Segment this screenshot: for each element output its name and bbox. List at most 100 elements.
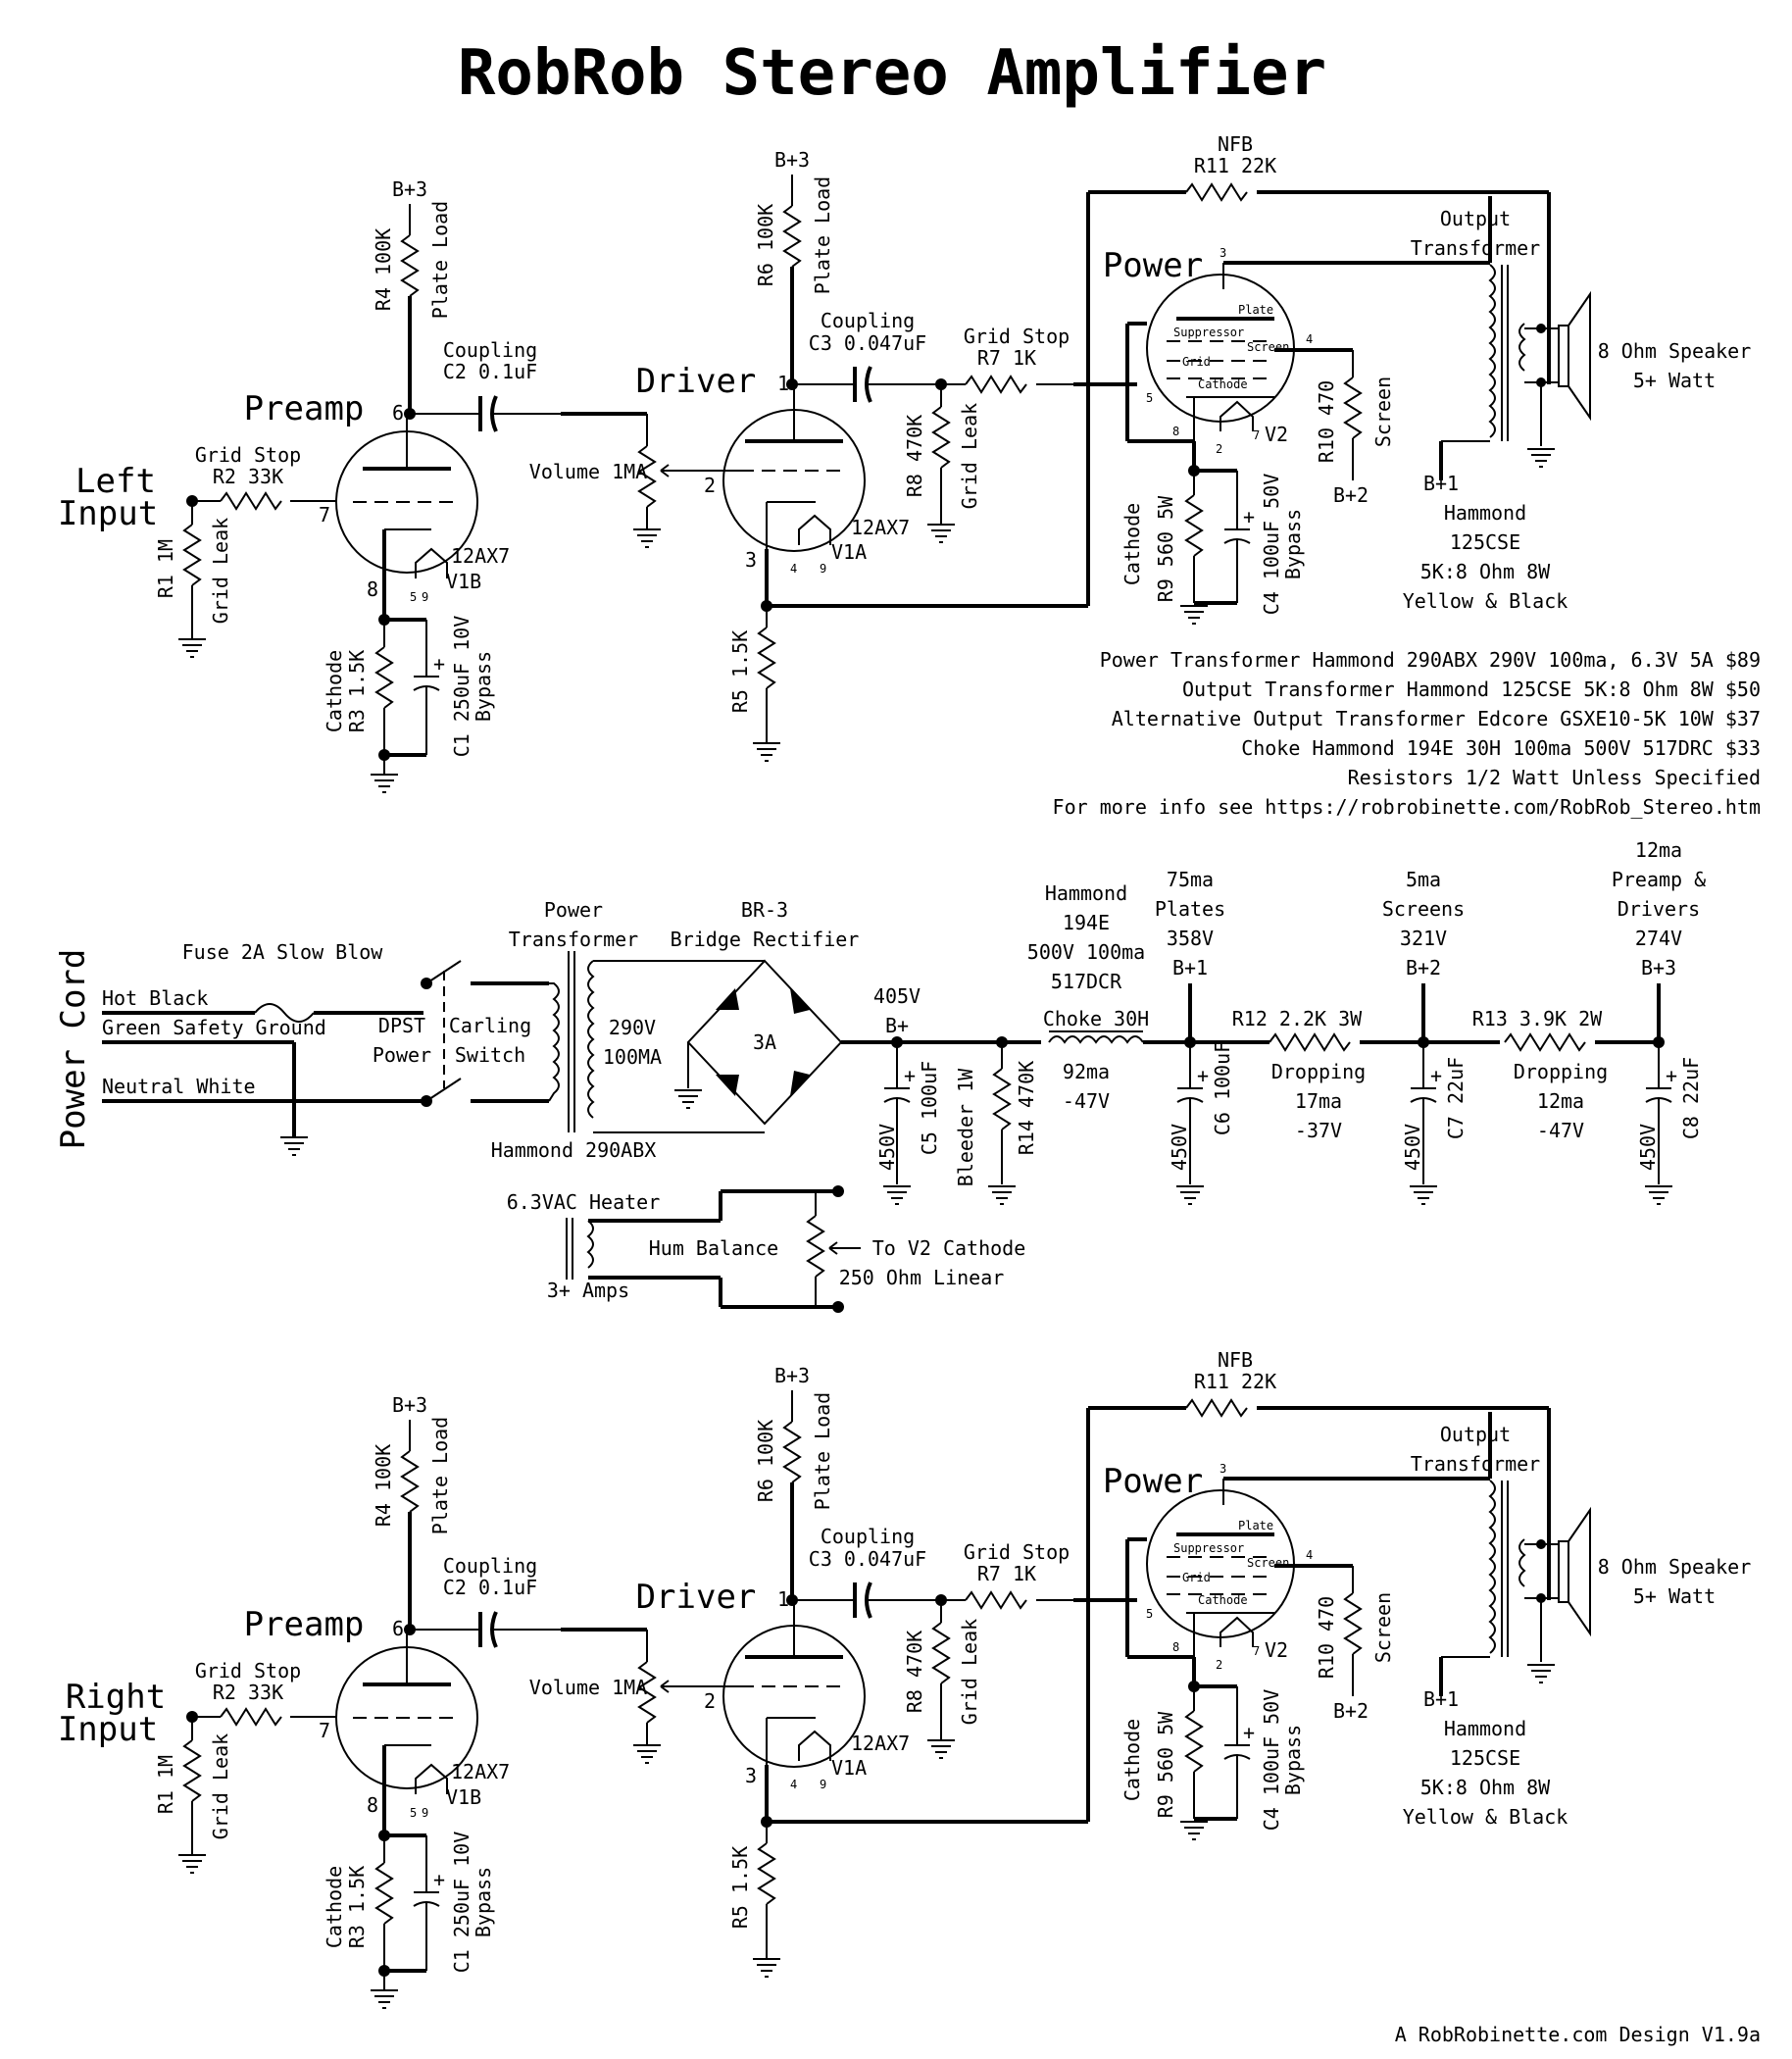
page-title: RobRob Stereo Amplifier xyxy=(458,37,1326,110)
right-input-label-2: Input xyxy=(58,1710,158,1749)
r7-value: R7 1K xyxy=(977,346,1036,370)
right-speaker-label: 8 Ohm Speaker xyxy=(1598,1555,1752,1579)
right-v1-tube: 12AX7 xyxy=(451,1760,510,1783)
b2-line-1: 5ma xyxy=(1406,868,1441,891)
right-r10-sub: Screen xyxy=(1371,1592,1395,1663)
pt-voltage: 290V xyxy=(609,1016,656,1039)
svg-text:+: + xyxy=(433,652,445,676)
right-v2-label: V2 xyxy=(1265,1638,1288,1662)
power-supply: Power Cord Fuse 2A Slow Blow Hot Black G… xyxy=(54,838,1706,1313)
grid-text: Grid xyxy=(1182,355,1211,369)
right-hammond-4: Yellow & Black xyxy=(1403,1805,1568,1829)
choke-line-2: 194E xyxy=(1063,911,1110,934)
b3-line-2: Preamp & xyxy=(1612,868,1706,891)
note-2: Output Transformer Hammond 125CSE 5K:8 O… xyxy=(1182,678,1761,701)
right-c2-label: Coupling xyxy=(443,1554,537,1578)
pin5-v2: 5 xyxy=(1146,391,1153,405)
right-r6-sub: Plate Load xyxy=(811,1392,834,1510)
right-ot-sub: Transformer xyxy=(1411,1452,1540,1476)
right-r3-label: Cathode xyxy=(323,1866,346,1948)
suppressor-text: Suppressor xyxy=(1173,326,1244,339)
right-c4-sub: Bypass xyxy=(1281,1725,1305,1795)
right-r5-label: R5 1.5K xyxy=(728,1846,752,1929)
right-r3-value: R3 1.5K xyxy=(345,1866,369,1948)
right-r8-sub: Grid Leak xyxy=(958,1619,981,1725)
note-6: For more info see https://robrobinette.c… xyxy=(1053,795,1761,819)
r13-label: R13 3.9K 2W xyxy=(1472,1007,1603,1030)
right-c1-label: C1 250uF 10V xyxy=(450,1832,473,1974)
br-sub: Bridge Rectifier xyxy=(671,928,860,951)
b1-label: B+1 xyxy=(1423,472,1459,495)
hammond-3: 5K:8 Ohm 8W xyxy=(1420,560,1551,583)
right-pin5: 5 xyxy=(410,1806,417,1820)
r3-label: Cathode xyxy=(323,650,346,732)
right-r7-label: Grid Stop xyxy=(964,1540,1070,1564)
right-r9-label: Cathode xyxy=(1120,1719,1144,1801)
r12-drop-3: -37V xyxy=(1295,1119,1342,1142)
right-b3-label: B+3 xyxy=(392,1393,427,1417)
pin2: 2 xyxy=(704,474,716,497)
right-pin7-v2: 7 xyxy=(1253,1644,1260,1658)
c3-value: C3 0.047uF xyxy=(809,331,926,355)
carling-label: Carling xyxy=(449,1014,531,1037)
right-volume-label: Volume 1MA xyxy=(529,1676,647,1699)
hammond-1: Hammond xyxy=(1444,501,1526,525)
br-label: BR-3 xyxy=(741,898,788,922)
left-channel: Grid Stop R2 33K 7 R1 1M Grid Leak Left … xyxy=(58,132,1751,793)
right-channel: Grid Stop R2 33K 7 R1 1M Grid Leak Right… xyxy=(58,1348,1752,2009)
r10-sub: Screen xyxy=(1371,377,1395,447)
right-r7-value: R7 1K xyxy=(977,1562,1036,1585)
input-label-1: Left xyxy=(75,462,156,501)
heater-label: 6.3VAC Heater xyxy=(507,1190,661,1214)
right-pin4: 4 xyxy=(790,1778,797,1791)
b3-line-1: 12ma xyxy=(1635,838,1682,862)
right-input-label-1: Right xyxy=(66,1678,166,1717)
choke-label: Choke 30H xyxy=(1043,1007,1149,1030)
svg-text:+: + xyxy=(1243,1721,1255,1744)
br-rating: 3A xyxy=(753,1030,776,1054)
svg-text:+: + xyxy=(433,1868,445,1891)
v1a-label: V1A xyxy=(831,540,867,564)
v1b-label: V1B xyxy=(446,570,481,593)
b3-line-4: 274V xyxy=(1635,927,1682,950)
c3-label: Coupling xyxy=(821,309,915,332)
plate-text: Plate xyxy=(1238,303,1273,317)
b2-line-2: Screens xyxy=(1382,897,1465,921)
pt-model: Hammond 290ABX xyxy=(491,1138,657,1162)
b3-line-3: Drivers xyxy=(1618,897,1700,921)
b2-label: B+2 xyxy=(1333,483,1369,507)
r4-sub: Plate Load xyxy=(428,201,452,319)
b1-line-4: B+1 xyxy=(1172,956,1208,979)
nfb-label: NFB xyxy=(1218,132,1253,156)
pin9b: 9 xyxy=(820,562,826,576)
b1-line-3: 358V xyxy=(1167,927,1214,950)
pin8: 8 xyxy=(367,578,378,601)
c4-sub: Bypass xyxy=(1281,509,1305,579)
c2-label: Coupling xyxy=(443,338,537,362)
v1-tube-2: 12AX7 xyxy=(851,516,910,539)
r8-label: R8 470K xyxy=(903,415,926,497)
bleeder-label: Bleeder 1W xyxy=(954,1068,977,1186)
right-cathode-text: Cathode xyxy=(1198,1593,1248,1607)
svg-text:+: + xyxy=(1197,1064,1209,1087)
right-pin3-v2: 3 xyxy=(1220,1462,1226,1476)
b3-line-5: B+3 xyxy=(1641,956,1676,979)
parts-notes: Power Transformer Hammond 290ABX 290V 10… xyxy=(1053,648,1761,819)
svg-text:+: + xyxy=(1243,505,1255,528)
right-pin5-v2: 5 xyxy=(1146,1607,1153,1621)
hum-label: Hum Balance xyxy=(649,1236,778,1260)
v2-label: V2 xyxy=(1265,423,1288,446)
r12-drop-2: 17ma xyxy=(1295,1089,1342,1113)
b1-line-2: Plates xyxy=(1155,897,1225,921)
right-r11-label: R11 22K xyxy=(1194,1370,1276,1393)
pt-label: Power xyxy=(544,898,603,922)
right-hammond-1: Hammond xyxy=(1444,1717,1526,1740)
right-r2-value: R2 33K xyxy=(213,1681,283,1704)
power-cord-label: Power Cord xyxy=(54,949,93,1150)
right-pin9b: 9 xyxy=(820,1778,826,1791)
right-v1a-label: V1A xyxy=(831,1756,867,1780)
to-v2-label: To V2 Cathode xyxy=(872,1236,1026,1260)
note-5: Resistors 1/2 Watt Unless Specified xyxy=(1348,766,1761,789)
right-pin7: 7 xyxy=(319,1719,330,1742)
r6-sub: Plate Load xyxy=(811,176,834,294)
